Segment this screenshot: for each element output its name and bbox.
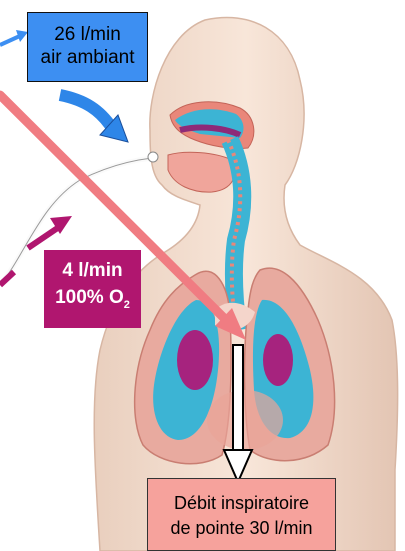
ambient-air-flow-value: 26 l/min <box>28 23 147 46</box>
peak-inspiratory-flow-label: Débit inspiratoire de pointe 30 l/min <box>147 478 336 551</box>
oxygen-label: 4 l/min 100% O2 <box>44 250 141 328</box>
peak-flow-line-1: Débit inspiratoire <box>148 491 335 516</box>
peak-flow-line-2: de pointe 30 l/min <box>148 516 335 541</box>
ambient-air-label: 26 l/min air ambiant <box>27 12 148 82</box>
oxygen-flow-value: 4 l/min <box>44 257 141 284</box>
ambient-air-text: air ambiant <box>28 46 147 69</box>
oxygen-concentration: 100% O2 <box>44 284 141 319</box>
